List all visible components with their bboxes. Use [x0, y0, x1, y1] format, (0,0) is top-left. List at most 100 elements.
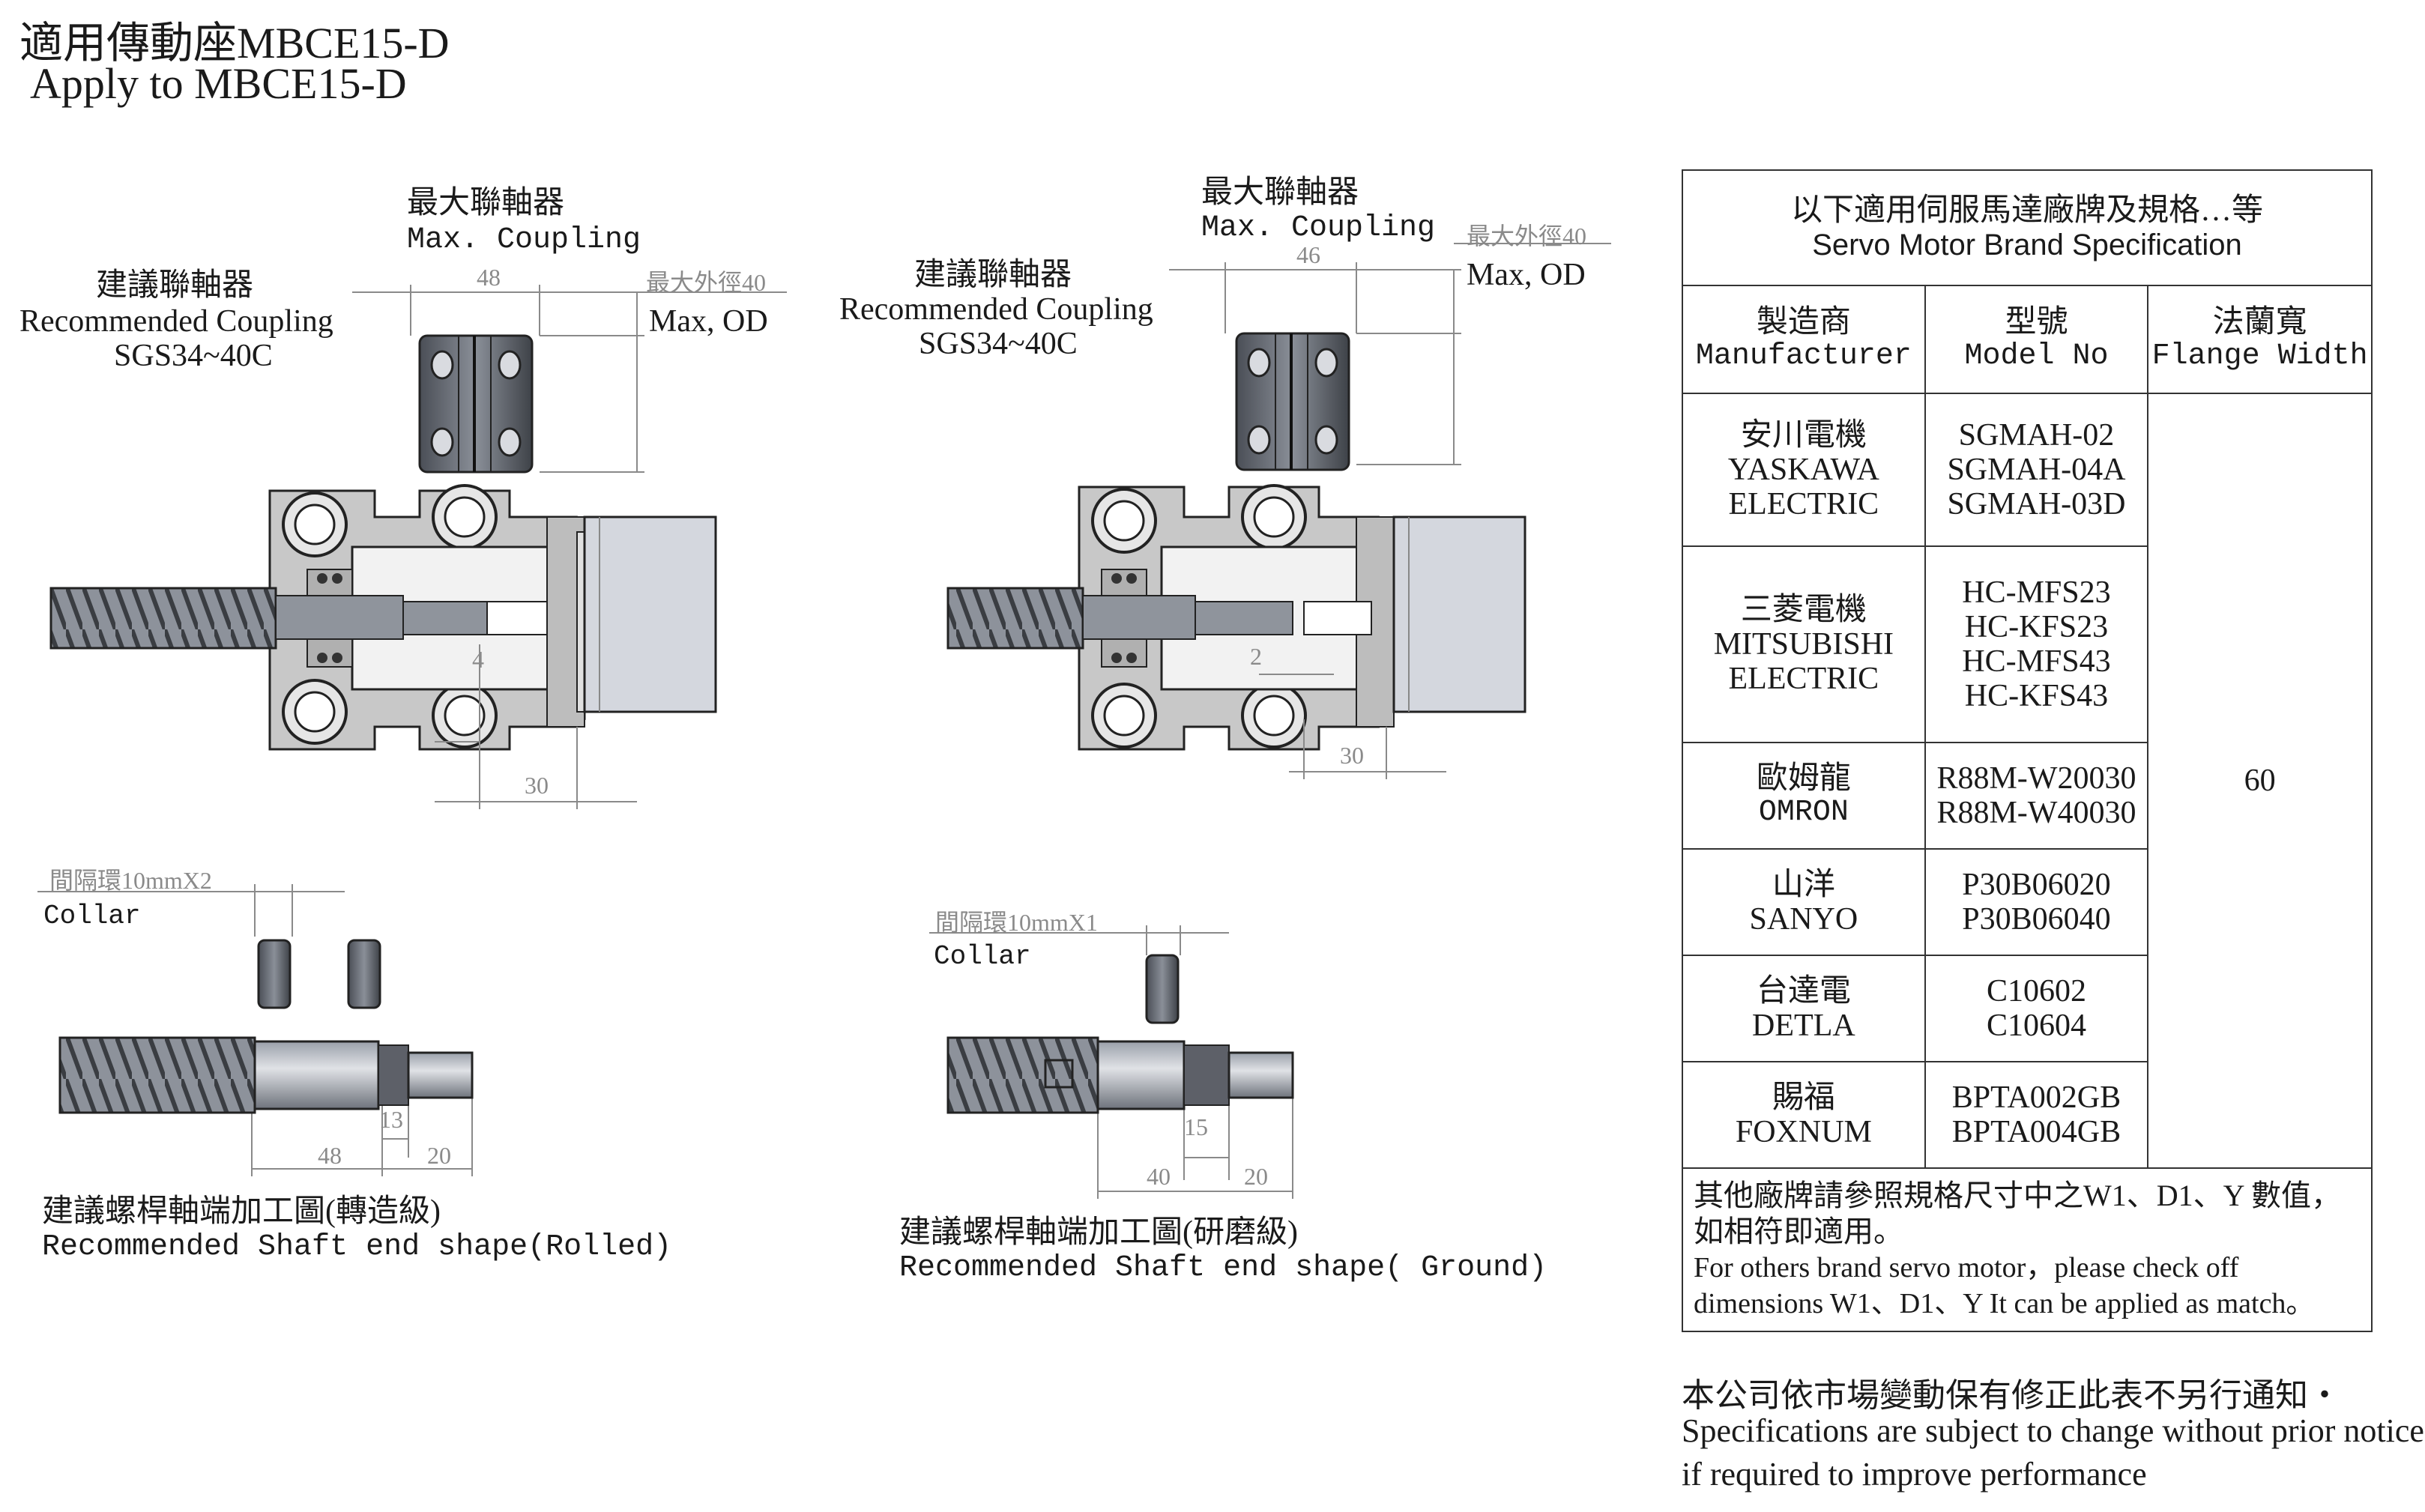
- left-shaft-detail-drawing: [37, 884, 474, 1176]
- right-max-coupling-en: Max. Coupling: [1201, 211, 1436, 245]
- col-flange-header: 法蘭寬 Flange Width: [2147, 285, 2373, 394]
- left-dim-48-shaft: 48: [318, 1142, 342, 1169]
- manufacturer-en-2: ELECTRIC: [1728, 487, 1879, 521]
- right-rec-coupling-en: Recommended Coupling: [839, 292, 1153, 327]
- left-rec-coupling-zh: 建議聯軸器: [96, 268, 254, 303]
- left-collar-2: [347, 939, 381, 1009]
- right-dim-46: 46: [1296, 241, 1320, 268]
- model-no: R88M-W40030: [1936, 796, 2136, 830]
- right-rec-coupling-model: SGS34~40C: [919, 327, 1078, 361]
- left-assembly-drawing: [49, 285, 787, 809]
- left-max-coupling-zh: 最大聯軸器: [407, 186, 565, 220]
- table-header-en: Servo Motor Brand Specification: [1812, 229, 2242, 261]
- left-shaft-caption-zh: 建議螺桿軸端加工圖(轉造級): [42, 1194, 441, 1229]
- model-no: R88M-W20030: [1936, 761, 2136, 796]
- table-row: 台達電 DETLA C10602 C10604: [1682, 955, 2372, 1062]
- model-no: HC-MFS23: [1962, 575, 2111, 610]
- manufacturer-zh: 賜福: [1772, 1080, 1835, 1115]
- right-shaft-detail-drawing: [929, 925, 1294, 1199]
- left-collar-en: Collar: [43, 901, 141, 931]
- page-title-zh: 適用傳動座MBCE15-D: [19, 19, 450, 67]
- right-dim-40: 40: [1147, 1163, 1171, 1190]
- table-row: 安川電機 YASKAWA ELECTRIC SGMAH-02 SGMAH-04A…: [1682, 393, 2373, 1169]
- col-manufacturer-zh: 製造商: [1756, 305, 1851, 339]
- note-zh-1: 其他廠牌請參照規格尺寸中之W1、D1、Y 數值，: [1694, 1179, 2342, 1212]
- right-assembly-drawing: [946, 243, 1611, 779]
- model-no: HC-KFS43: [1964, 679, 2109, 713]
- model-no: HC-KFS23: [1964, 610, 2109, 644]
- col-manufacturer-en: Manufacturer: [1695, 339, 1912, 373]
- left-motor-part: [583, 515, 717, 713]
- manufacturer-en: FOXNUM: [1735, 1115, 1872, 1149]
- footer-zh: 本公司依市場變動保有修正此表不另行通知・: [1682, 1377, 2341, 1414]
- table-row: 賜福 FOXNUM BPTA002GB BPTA004GB: [1682, 1061, 2372, 1169]
- note-en-2: dimensions W1、D1、Y It can be applied as …: [1694, 1288, 2315, 1319]
- right-dim-15: 15: [1184, 1113, 1208, 1140]
- left-max-coupling-en: Max. Coupling: [407, 223, 641, 257]
- page-title-en: Apply to MBCE15-D: [30, 59, 407, 108]
- right-coupling-part: [1235, 332, 1350, 471]
- flange-width-value: 60: [2244, 763, 2276, 798]
- manufacturer-zh: 歐姆龍: [1756, 761, 1851, 796]
- manufacturer-en-2: ELECTRIC: [1728, 662, 1879, 696]
- right-collar-en: Collar: [934, 941, 1031, 972]
- right-max-od-dim: 最大外徑40: [1467, 223, 1587, 250]
- model-no: SGMAH-02: [1958, 418, 2115, 453]
- table-row: 歐姆龍 OMRON R88M-W20030 R88M-W40030: [1682, 742, 2372, 850]
- table-header-cell: 以下適用伺服馬達廠牌及規格…等 Servo Motor Brand Specif…: [1682, 169, 2373, 286]
- manufacturer-zh: 三菱電機: [1740, 593, 1867, 627]
- model-no: P30B06040: [1962, 902, 2111, 937]
- col-model-zh: 型號: [2005, 305, 2068, 339]
- right-collar-zh: 間隔環10mmX1: [935, 909, 1098, 936]
- left-dim-4: 4: [472, 646, 484, 673]
- col-model-header: 型號 Model No: [1924, 285, 2149, 394]
- right-rec-coupling-zh: 建議聯軸器: [914, 258, 1072, 292]
- manufacturer-zh: 台達電: [1756, 974, 1851, 1008]
- manufacturer-zh: 山洋: [1772, 868, 1835, 902]
- manufacturer-zh: 安川電機: [1740, 418, 1867, 453]
- model-no: P30B06020: [1962, 868, 2111, 902]
- right-dim-30: 30: [1340, 742, 1364, 769]
- left-max-od-label: Max, OD: [649, 304, 768, 339]
- manufacturer-en: OMRON: [1758, 796, 1849, 829]
- right-dim-2: 2: [1250, 643, 1262, 670]
- note-zh-2: 如相符即適用。: [1694, 1215, 1903, 1248]
- left-dim-48: 48: [477, 264, 501, 291]
- model-no: SGMAH-04A: [1947, 453, 2126, 487]
- left-dim-13: 13: [379, 1106, 403, 1133]
- col-flange-en: Flange Width: [2151, 339, 2368, 373]
- model-no: SGMAH-03D: [1947, 487, 2126, 521]
- right-motor-part: [1392, 515, 1526, 713]
- model-no: C10602: [1986, 974, 2086, 1008]
- right-screw-shaft: [946, 587, 1372, 650]
- right-shaft-caption-en: Recommended Shaft end shape( Ground): [899, 1251, 1547, 1285]
- model-no: HC-MFS43: [1962, 644, 2111, 679]
- left-dim-20: 20: [427, 1142, 451, 1169]
- col-flange-zh: 法蘭寬: [2212, 305, 2307, 339]
- footer-en-1: Specifications are subject to change wit…: [1682, 1412, 2424, 1449]
- table-header-zh: 以下適用伺服馬達廠牌及規格…等: [1790, 193, 2263, 228]
- footer-en-2: if required to improve performance: [1682, 1456, 2147, 1493]
- servo-motor-spec-table: 以下適用伺服馬達廠牌及規格…等 Servo Motor Brand Specif…: [1682, 169, 2373, 1332]
- right-shaft-caption-zh: 建議螺桿軸端加工圖(研磨級): [899, 1215, 1298, 1250]
- manufacturer-en: DETLA: [1752, 1008, 1855, 1043]
- right-collar-1: [1145, 954, 1180, 1024]
- model-no: BPTA002GB: [1951, 1080, 2122, 1115]
- note-en-1: For others brand servo motor，please chec…: [1694, 1252, 2239, 1283]
- right-max-od-label: Max, OD: [1467, 258, 1586, 292]
- right-max-coupling-zh: 最大聯軸器: [1201, 175, 1359, 210]
- model-no: BPTA004GB: [1951, 1115, 2122, 1149]
- left-shaft-caption-en: Recommended Shaft end shape(Rolled): [42, 1230, 672, 1264]
- left-max-od-dim: 最大外徑40: [646, 269, 767, 296]
- table-row: 三菱電機 MITSUBISHI ELECTRIC HC-MFS23 HC-KFS…: [1682, 545, 2372, 743]
- table-note: 其他廠牌請參照規格尺寸中之W1、D1、Y 數值， 如相符即適用。 For oth…: [1682, 1167, 2373, 1332]
- left-collar-zh: 間隔環10mmX2: [49, 867, 212, 894]
- manufacturer-en: SANYO: [1749, 902, 1858, 937]
- left-rec-coupling-model: SGS34~40C: [114, 339, 273, 373]
- col-manufacturer-header: 製造商 Manufacturer: [1682, 285, 1926, 394]
- col-model-en: Model No: [1964, 339, 2109, 373]
- model-no: C10604: [1986, 1008, 2086, 1043]
- manufacturer-en: YASKAWA: [1727, 453, 1879, 487]
- left-dim-30: 30: [525, 772, 549, 799]
